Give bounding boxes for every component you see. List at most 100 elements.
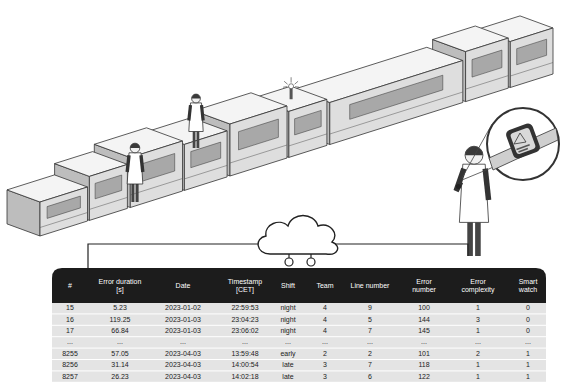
table-cell: 118 [404, 360, 444, 370]
watch-screen [510, 127, 536, 155]
table-cell: 4 [307, 303, 343, 313]
table-cell: 6 [342, 371, 398, 381]
table-cell: late [270, 360, 306, 370]
table-cell: 3 [454, 314, 502, 324]
machine-window [138, 154, 175, 183]
table-value: 14:00:54 [231, 361, 258, 369]
head [192, 94, 201, 103]
machine-seam [230, 145, 287, 163]
table-value: 1 [476, 373, 480, 381]
table-cell: 2023-01-03 [155, 314, 211, 324]
table-cell: ... [155, 337, 211, 347]
table-value: night [280, 327, 295, 335]
machine-seam [330, 92, 463, 134]
column-header: Team [316, 282, 333, 290]
table-value: 1 [526, 373, 530, 381]
table-value: ... [421, 338, 427, 346]
table-cell: 15 [52, 303, 88, 313]
table-value: 122 [418, 373, 430, 381]
table-value: ... [475, 338, 481, 346]
arm [485, 169, 488, 200]
table-cell: ... [404, 337, 444, 347]
table-cell: 119.25 [92, 314, 148, 324]
machine-seam [40, 213, 88, 228]
table-value: 16 [66, 316, 74, 324]
table-value: 8256 [62, 361, 78, 369]
table-cell: 22:59:53 [219, 303, 271, 313]
light-ray [284, 81, 288, 84]
table-row [52, 314, 546, 324]
table-value: 2023-01-02 [165, 304, 201, 312]
table-value: 15 [66, 304, 74, 312]
arm [127, 155, 129, 172]
table-value: 6 [368, 373, 372, 381]
machine-front [89, 164, 127, 220]
hair [192, 94, 201, 98]
table-value: 1 [526, 350, 530, 358]
machine-front [510, 28, 553, 88]
table-cell: 8256 [52, 360, 88, 370]
zoom-circle [487, 108, 559, 180]
column-header: Shift [281, 282, 295, 290]
table-value: 14:02:18 [231, 373, 258, 381]
column-header: Error complexity [457, 278, 499, 294]
person [127, 143, 143, 202]
table-value: ... [285, 338, 291, 346]
machine-seam [466, 76, 509, 90]
table-value: 2023-04-03 [165, 373, 201, 381]
table-cell: 2023-01-02 [155, 303, 211, 313]
table-cell: Error complexity [457, 268, 499, 303]
table-cell: Timestamp [CET] [222, 268, 268, 303]
port-circle [307, 258, 315, 266]
light-ray [283, 86, 287, 88]
table-value: 66.84 [111, 327, 129, 335]
table-cell: 17 [52, 326, 88, 336]
column-header: Error number [407, 278, 441, 294]
table-cell: 1 [510, 349, 546, 359]
smartwatch-zoom [462, 108, 559, 180]
table-cell: Smart watch [513, 268, 543, 303]
table-cell: 2 [307, 349, 343, 359]
coat [127, 153, 143, 184]
column-header: Error duration [s] [95, 278, 145, 294]
column-header: Line number [351, 282, 390, 290]
machine-front [184, 131, 227, 191]
table-value: 23:04:23 [231, 316, 258, 324]
table-cell: 14:02:18 [219, 371, 271, 381]
table-cell: 23:04:23 [219, 314, 271, 324]
smartwatch [456, 184, 461, 189]
table-cell: 5 [342, 314, 398, 324]
table-cell: ... [92, 337, 148, 347]
cloud-link-right [328, 244, 468, 256]
table-value: 9 [368, 304, 372, 312]
table-cell: 2 [342, 349, 398, 359]
arm [189, 105, 191, 120]
table-cell: 8257 [52, 371, 88, 381]
machine-window [472, 50, 502, 77]
table-cell: 122 [404, 371, 444, 381]
operators [127, 94, 488, 256]
column-header: Timestamp [CET] [222, 278, 268, 294]
table-cell: 4 [307, 314, 343, 324]
table-value: 1 [476, 361, 480, 369]
table-value: 4 [323, 327, 327, 335]
table-value: ... [117, 338, 123, 346]
table-value: ... [242, 338, 248, 346]
table-cell: Date [158, 268, 208, 303]
table-cell: 2023-04-03 [155, 371, 211, 381]
table-value: 57.05 [111, 350, 129, 358]
table-cell: ... [342, 337, 398, 347]
table-value: 1 [476, 304, 480, 312]
table-value: 2 [476, 350, 480, 358]
table-value: 7 [368, 327, 372, 335]
zoom-leader [462, 166, 496, 180]
table-cell: 57.05 [92, 349, 148, 359]
signal-light [289, 84, 294, 89]
table-cell: 4 [307, 326, 343, 336]
cloud-icon [258, 216, 338, 255]
arm [141, 155, 143, 172]
table-value: 1 [476, 327, 480, 335]
table-cell: 26.23 [92, 371, 148, 381]
machine-front [330, 61, 463, 145]
